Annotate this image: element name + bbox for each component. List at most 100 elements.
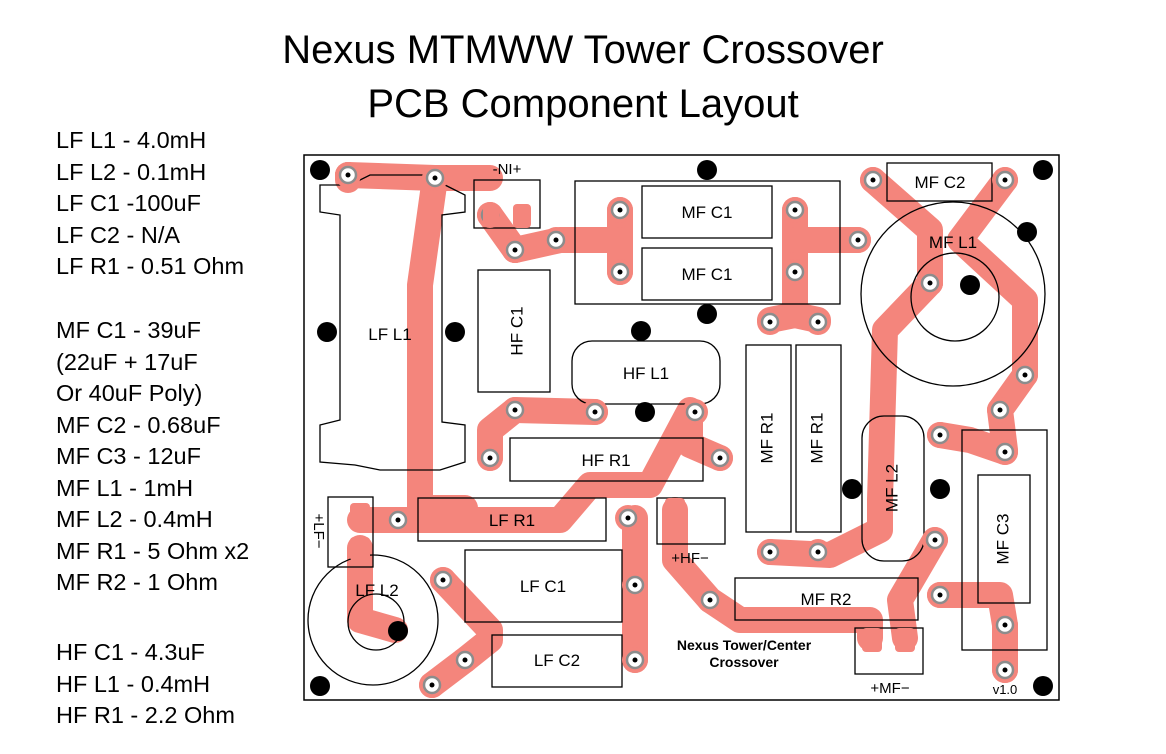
mounting-hole [631,321,651,341]
bom-item: Or 40uF Poly) [56,380,203,406]
mounting-hole [930,479,950,499]
solder-pad-hole [870,177,876,183]
solder-pad-hole [717,455,723,461]
bom-hf-list: HF C1 - 4.3uF HF L1 - 0.4mH HF R1 - 2.2 … [56,637,235,732]
connector-square-pads [350,204,915,652]
mounting-hole [1033,676,1053,696]
bom-item: MF C3 - 12uF [56,443,201,469]
lf-l1-label: LF L1 [368,325,411,344]
square-pad [350,503,370,527]
lf-c2-label: LF C2 [534,651,580,670]
mf-c2-outline [886,162,993,202]
solder-pad-hole [462,657,468,663]
solder-pad-hole [792,269,798,275]
solder-pad-hole [487,455,493,461]
bom-item: MF C2 - 0.68uF [56,411,221,438]
solder-pad-hole [1002,177,1008,183]
mounting-hole [635,402,655,422]
board-name-line1: Nexus Tower/Center [677,637,812,653]
square-pad [513,204,531,228]
solder-pad-hole [429,682,435,688]
square-pad [862,628,882,652]
lf-c2-outline [491,634,623,688]
lf-connector-label: +LF− [310,513,327,548]
hf-c1-outline [477,269,551,393]
bom-lf-list: LF L1 - 4.0mH LF L2 - 0.1mH LF C1 -100uF… [56,125,244,283]
mf-l1-label: MF L1 [929,233,977,252]
solder-pad-hole [1002,449,1008,455]
mf-c1-b-label: MF C1 [682,265,733,284]
mf-r1-b-outline [795,344,842,533]
solder-pad-hole [632,582,638,588]
bom-item: MF L1 - 1mH [56,474,194,501]
hf-r1-label: HF R1 [581,451,630,470]
square-pad [665,498,685,524]
lf-r1-label: LF R1 [489,511,535,530]
square-pad [483,205,499,225]
solder-pad-hole [1002,622,1008,628]
solder-pad-hole [395,517,401,523]
mf-c3-label: MF C3 [993,514,1012,565]
solder-pad-hole [815,319,821,325]
lf-c1-label: LF C1 [520,577,566,596]
lf-l2-label: LF L2 [355,581,398,600]
square-pad [350,537,370,561]
mounting-hole [388,621,408,641]
mounting-hole [697,160,717,180]
mounting-hole [960,275,980,295]
solder-pad-hole [707,597,713,603]
bom-item: (22uF + 17uF [56,348,198,375]
mf-r1-a-outline [745,344,792,533]
mounting-hole [1017,222,1037,242]
mf-c3-frame [961,429,1048,651]
lf-l2-outer [307,554,439,686]
mf-connector-label: +MF− [870,680,909,697]
mounting-hole [1033,160,1053,180]
bom-item: LF C1 -100uF [56,190,201,216]
bom-item: MF C1 - 39uF [56,317,201,343]
page-title-line1: Nexus MTMWW Tower Crossover [282,28,884,72]
solder-pad-hole [937,592,943,598]
mf-c2-label: MF C2 [915,173,966,192]
solder-pad-hole [617,269,623,275]
bom-item: LF L1 - 4.0mH [56,127,207,153]
mf-c1-b-outline [641,247,773,301]
solder-pad-hole [632,657,638,663]
page-title-line2: PCB Component Layout [367,82,799,126]
bom-mf-list: MF C1 - 39uF (22uF + 17uF Or 40uF Poly) … [56,315,249,599]
bom-item: MF R2 - 1 Ohm [56,569,218,595]
solder-pad-hole [792,207,798,213]
hf-connector-outline [656,497,726,545]
mf-l2-label: MF L2 [882,464,901,512]
mf-l2-outline [861,415,925,562]
bom-item: HF C1 - 4.3uF [56,639,205,665]
mounting-hole [697,304,717,324]
lf-r1-outline [417,497,607,542]
bom-item: LF C2 - N/A [56,221,181,248]
mf-r2-label: MF R2 [801,590,852,609]
hf-c1-label: HF C1 [507,306,526,355]
mf-r1-a-label: MF R1 [757,413,776,464]
bom-item: MF R1 - 5 Ohm x2 [56,537,250,564]
hf-l1-label: HF L1 [623,364,669,383]
bom-item: HF R1 - 2.2 Ohm [56,702,235,728]
solder-pad-hole [855,237,861,243]
lf-connector-outline [327,496,374,568]
mf-l1-outer [860,201,1046,387]
mf-r1-b-label: MF R1 [807,413,826,464]
solder-pads [335,162,1038,698]
solder-pad-hole [1022,372,1028,378]
solder-pad-hole [592,409,598,415]
solder-pad-hole [553,237,559,243]
solder-pad-hole [932,537,938,543]
square-pad [895,628,915,652]
mf-c1-a-outline [641,185,773,239]
solder-pad-hole [625,515,631,521]
mounting-holes [310,160,1053,696]
mounting-hole [445,322,465,342]
solder-pad-hole [997,407,1003,413]
solder-pad-hole [927,280,933,286]
mf-c1-frame [574,180,841,305]
solder-pad-hole [345,172,351,178]
